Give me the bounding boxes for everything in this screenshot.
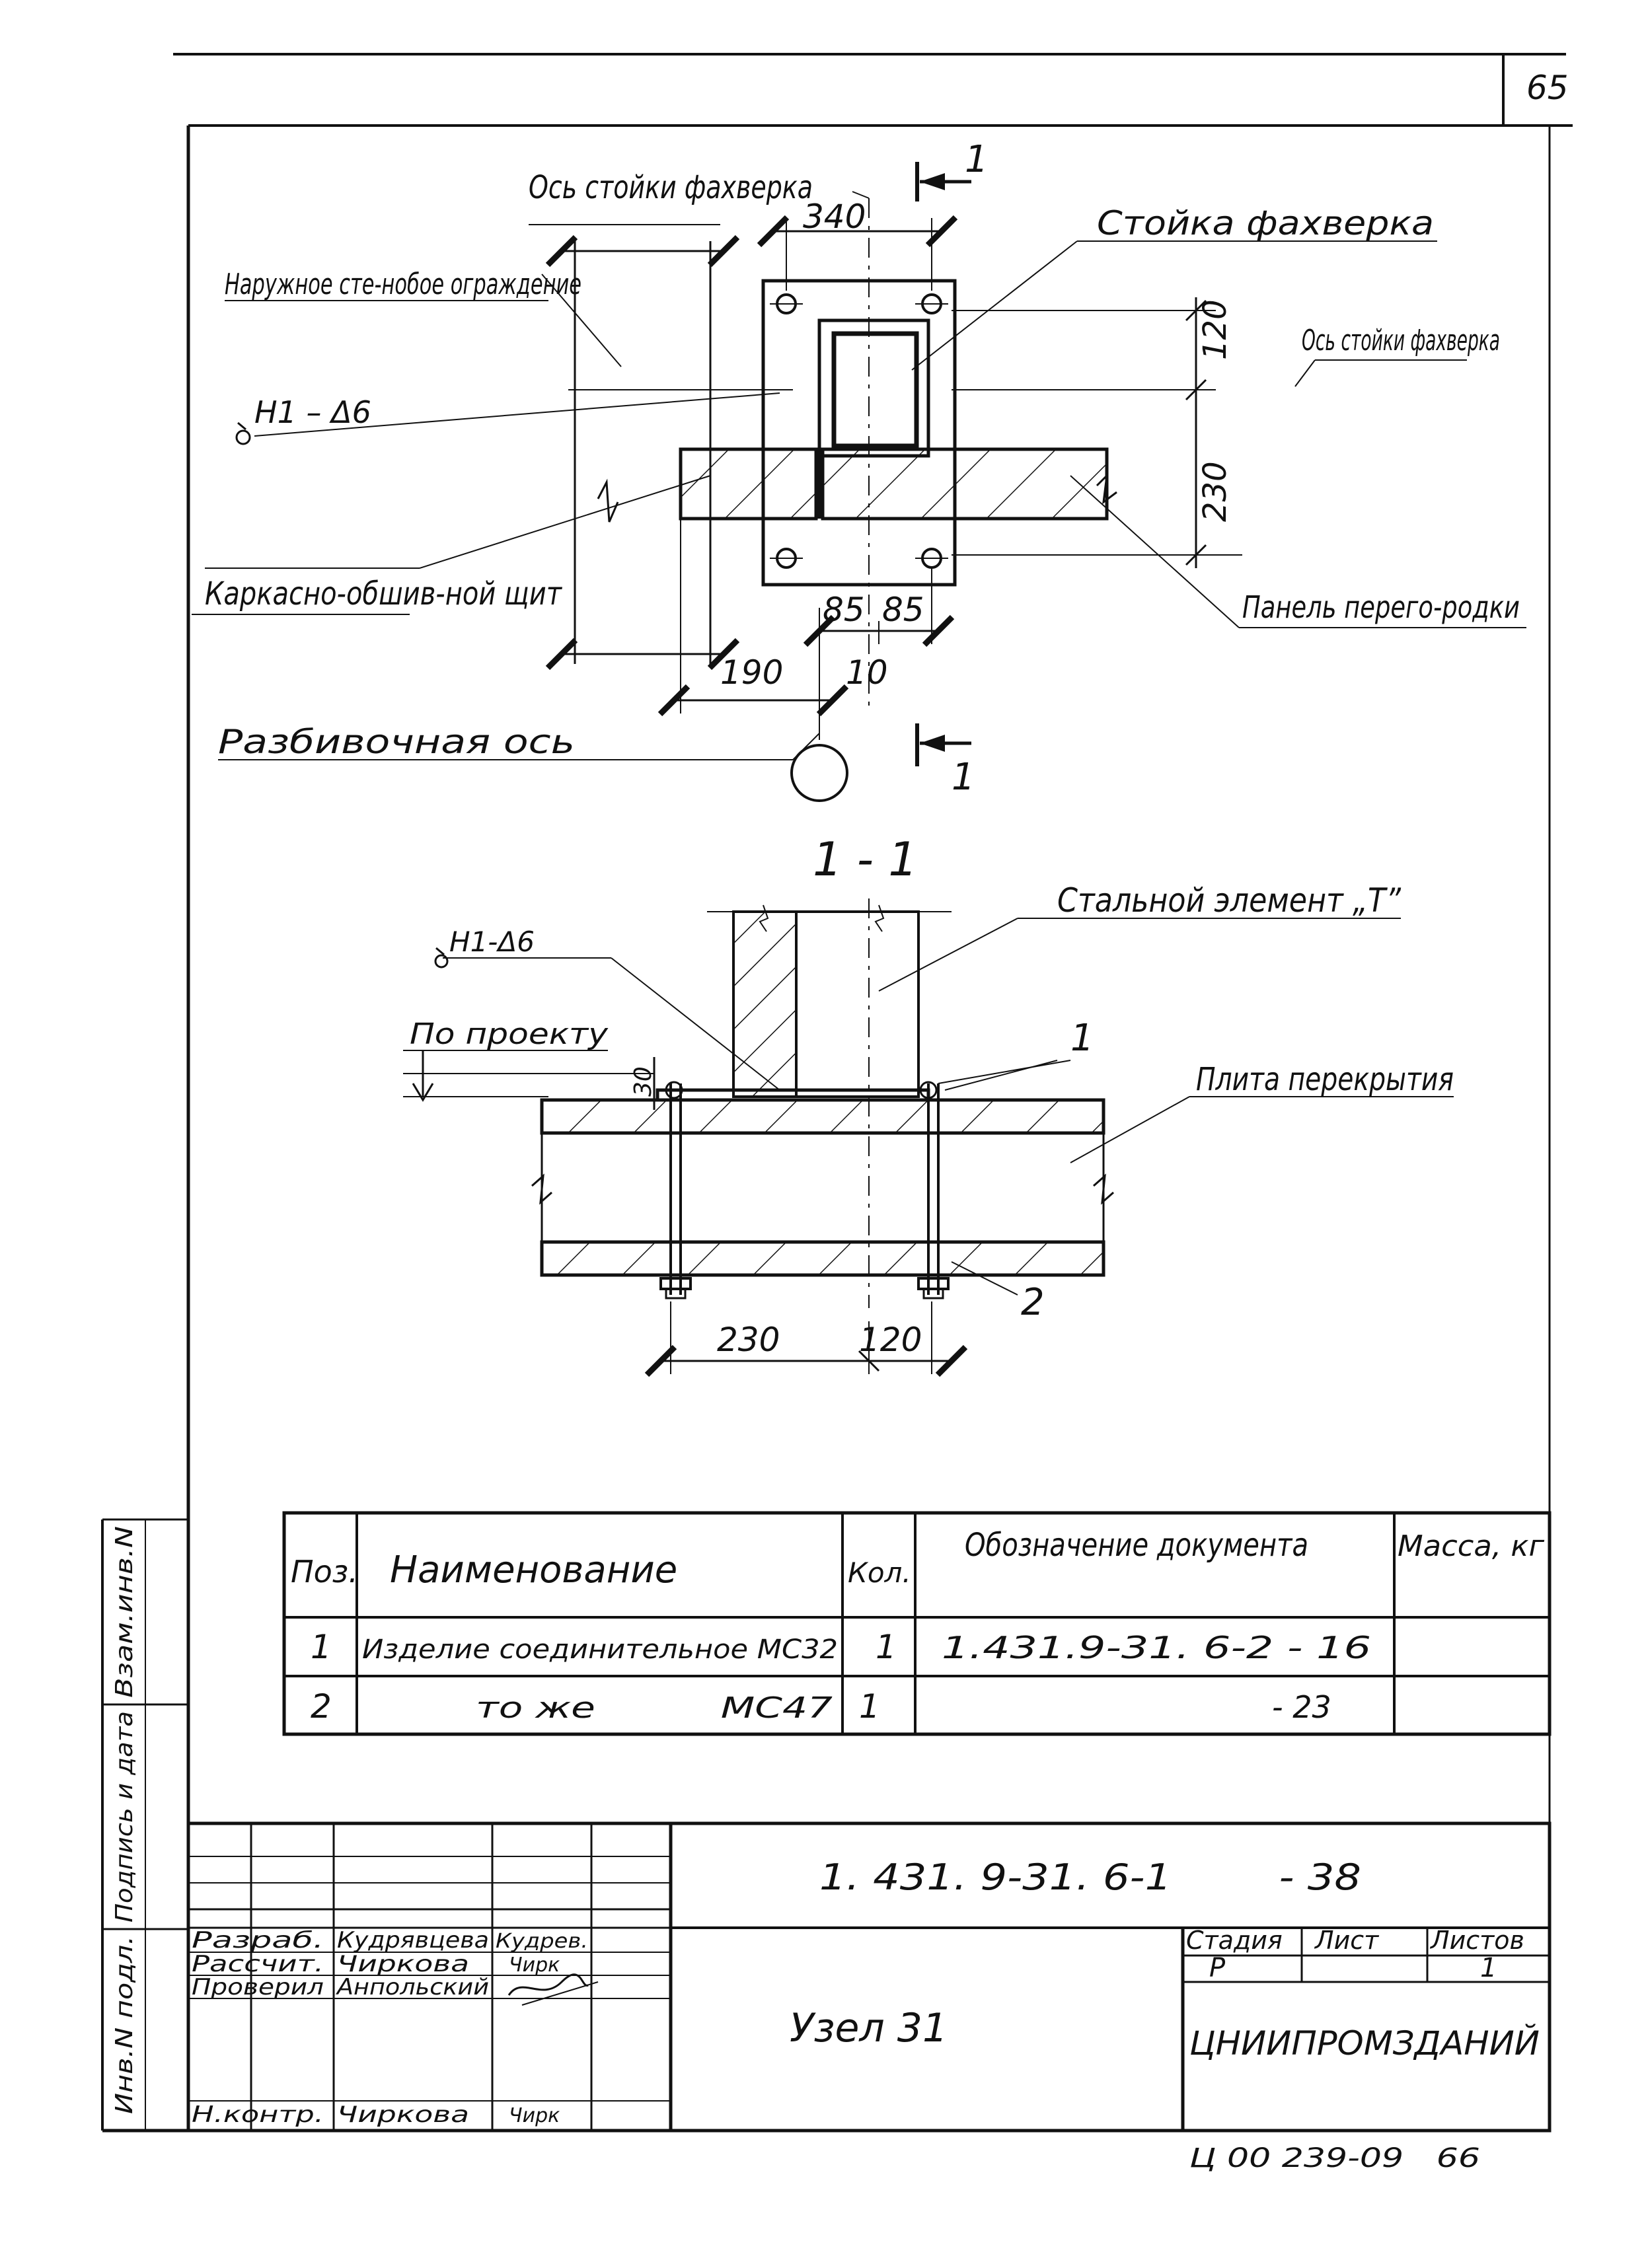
section-mark-top-label: 1 [965, 138, 989, 181]
label-frame-panel: Каркасно-обшив-ной щит [205, 575, 563, 612]
spec-header-qty: Кол. [848, 1556, 911, 1589]
spec-table: Поз. Наименование Кол. Обозначение докум… [282, 1511, 1552, 1736]
side-stamp: Инв.N подл. Подпись и дата Взам.инв.N [101, 1518, 188, 2131]
label-pos2: 2 [1021, 1281, 1045, 1324]
label-layout-axis: Разбивочная ось [218, 723, 575, 761]
label-outer-wall: Наружное сте-нобое ограждение [225, 268, 581, 301]
dim-190: 190 [720, 653, 783, 692]
label-axis-top: Ось стойки фахверка [529, 169, 813, 206]
title-organization: ЦНИИПРОМЗДАНИЙ [1189, 2024, 1540, 2063]
dim-230-section: 230 [717, 1321, 780, 1359]
dim-120-section: 120 [859, 1321, 922, 1359]
spec-header-doc: Обозначение документа [965, 1527, 1308, 1564]
section-mark-top: 1 [915, 138, 989, 201]
role-1-sign: Кудрев. [496, 1930, 588, 1953]
spec-row1-qty: 1 [876, 1628, 897, 1666]
role-2-name: Чиркова [337, 1951, 469, 1977]
section-view: 1 - 1 [403, 832, 1454, 1377]
layout-axis-circle [790, 744, 848, 802]
dim-340: 340 [803, 198, 866, 236]
label-weld-plan: Н1 – Δ6 [254, 394, 371, 430]
slab-bottom-flange [540, 1240, 1105, 1277]
dim-10: 10 [846, 653, 888, 692]
steel-element [795, 910, 920, 1098]
weld-symbol-plan [235, 421, 251, 445]
spec-header-pos: Поз. [291, 1554, 358, 1590]
weld-symbol-section [434, 947, 449, 969]
spec-header-name: Наименование [390, 1549, 677, 1591]
role-2: Рассчит. [192, 1951, 324, 1977]
label-by-project: По проекту [410, 1017, 609, 1051]
role-5-name: Чиркова [337, 2102, 469, 2128]
section-mark-bottom-label: 1 [952, 756, 975, 799]
title-stage-value: Р [1209, 1953, 1226, 1983]
signature-3 [507, 1973, 599, 2006]
spec-row2-name: то же МС47 [476, 1691, 833, 1725]
label-weld-section: Н1-Δ6 [449, 926, 535, 958]
spec-row2-pos: 2 [311, 1687, 332, 1726]
stamp-label-inv: Инв.N подл. [111, 1936, 138, 2114]
dim-30: 30 [630, 1066, 657, 1097]
spec-row1-name: Изделие соединительное МС32 [362, 1634, 838, 1665]
title-stage-header: Стадия [1186, 1926, 1283, 1955]
spec-row2-doc: - 23 [1272, 1689, 1331, 1725]
bolt-left [659, 1083, 692, 1299]
plan-view: 1 1 [192, 138, 1526, 802]
title-sheets-value: 1 [1480, 1953, 1497, 1983]
title-sheets-header: Листов [1429, 1926, 1524, 1955]
title-sheet-header: Лист [1314, 1926, 1380, 1955]
spec-row1-pos: 1 [311, 1628, 332, 1666]
title-doc-code: 1. 431. 9-31. 6-1 - 38 [819, 1856, 1361, 1898]
role-2-sign: Чирк [509, 1954, 560, 1977]
label-pos1: 1 [1070, 1017, 1094, 1060]
title-node: Узел 31 [790, 2005, 948, 2051]
role-1-name: Кудрявцева [337, 1927, 489, 1954]
dim-85a: 85 [823, 591, 865, 629]
stamp-label-sign: Подпись и дата [111, 1711, 138, 1922]
spec-row2-qty: 1 [859, 1687, 880, 1726]
role-3: Проверил [192, 1974, 324, 2000]
dim-120: 120 [1197, 299, 1234, 360]
stamp-label-replace: Взам.инв.N [111, 1526, 138, 1698]
section-title: 1 - 1 [813, 832, 918, 887]
frame-panel [679, 447, 818, 521]
spec-header-mass: Масса, кг [1398, 1529, 1545, 1563]
label-slab: Плита перекрытия [1196, 1061, 1454, 1098]
section-mark-bottom: 1 [915, 723, 975, 799]
slab-top-flange [540, 1098, 1105, 1135]
dim-85b: 85 [882, 591, 924, 629]
label-partition-panel: Панель перего-родки [1242, 589, 1520, 625]
bottom-note: Ц 00 239-09 66 [1189, 2143, 1480, 2174]
sheet-number: 65 [1526, 69, 1569, 107]
label-post: Стойка фахверка [1097, 204, 1434, 242]
title-block: 1. 431. 9-31. 6-1 - 38 Узел 31 ЦНИИПРОМЗ… [186, 1821, 1552, 2133]
role-1: Разраб. [192, 1927, 324, 1954]
dim-230: 230 [1197, 461, 1234, 522]
label-axis-right: Ось стойки фахверка [1302, 324, 1500, 357]
partition-panel [821, 447, 1109, 521]
role-5-sign: Чирк [509, 2104, 560, 2127]
base-plate [761, 279, 957, 587]
role-3-name: Анпольский [336, 1974, 489, 2000]
bolt-right [917, 1083, 950, 1299]
spec-row1-doc: 1.431.9-31. 6-2 - 16 [942, 1630, 1371, 1665]
role-5: Н.контр. [192, 2102, 324, 2128]
label-steel-element: Стальной элемент „Т” [1057, 881, 1402, 920]
